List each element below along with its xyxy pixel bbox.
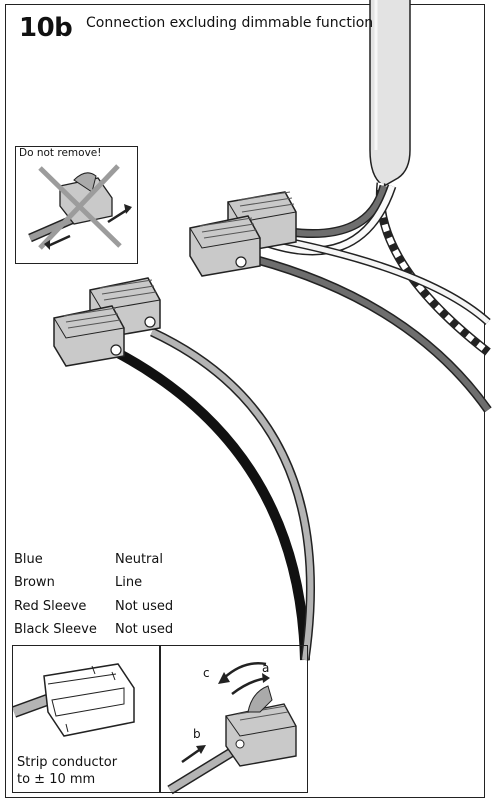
- legend-wire-function: Line: [115, 575, 143, 591]
- legend-wire-function: Not used: [115, 598, 174, 614]
- strip-caption-line: Strip conductor: [17, 755, 118, 770]
- insert-conductor-drawing: [167, 662, 297, 795]
- do-not-remove-drawing: [28, 164, 132, 250]
- connector-pair-top: [189, 191, 297, 277]
- black-wire: [113, 347, 310, 661]
- strip-conductor-drawing: [11, 663, 135, 737]
- wire-upper-thin: [279, 237, 490, 324]
- grey-wire: [150, 329, 314, 661]
- arrow-label-a: a: [262, 661, 270, 675]
- legend-wire-color: Red Sleeve: [14, 598, 87, 614]
- legend-wire-color: Brown: [14, 575, 55, 591]
- wire-upper-back: [289, 185, 387, 237]
- step-title: Connection excluding dimmable function: [86, 15, 374, 31]
- warning-label: Do not remove!: [19, 147, 102, 159]
- arrow-label-c: c: [203, 666, 210, 680]
- connector-pair-bottom: [53, 277, 161, 367]
- insert-conductor-inset: [160, 645, 308, 793]
- legend-wire-color: Blue: [14, 552, 43, 567]
- legend-wire-color: Black Sleeve: [14, 621, 97, 637]
- strip-caption: Strip conductor to ± 10 mm: [17, 754, 117, 788]
- legend-wire-function: Neutral: [115, 552, 163, 567]
- wire-upper-long: [249, 255, 491, 412]
- strip-conductor-inset: [12, 645, 160, 793]
- warning-inset: [15, 146, 138, 264]
- main-cable: [369, 0, 411, 187]
- legend-wire-function: Not used: [115, 621, 174, 637]
- arrow-label-b: b: [193, 727, 201, 741]
- strip-caption-line: to ± 10 mm: [17, 772, 96, 787]
- step-number: 10b: [19, 13, 73, 43]
- wire-upper-long-outline: [248, 253, 492, 413]
